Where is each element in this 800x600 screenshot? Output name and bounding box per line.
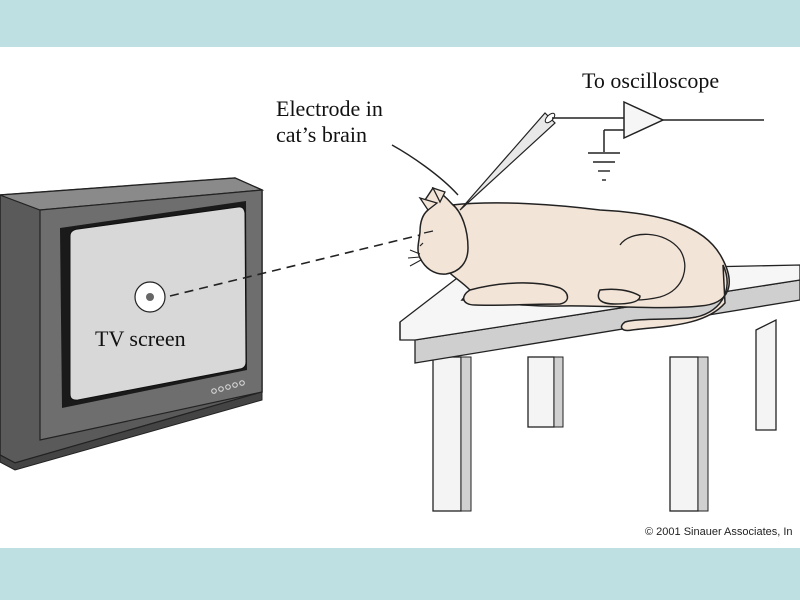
electrode-label-line2: cat’s brain [276, 122, 368, 147]
top-band [0, 0, 800, 47]
stimulus-spot [134, 281, 166, 313]
cat [407, 186, 730, 332]
ground-symbol [588, 152, 620, 181]
amplifier [603, 100, 764, 152]
electrode-label-line1: Electrode in [276, 96, 383, 121]
line-of-sight [169, 234, 421, 297]
electrode [459, 112, 624, 211]
electrode-label-leader [391, 144, 459, 196]
tv-set [0, 177, 265, 471]
copyright-notice: © 2001 Sinauer Associates, In [645, 526, 793, 538]
tv-screen-label: TV screen [95, 326, 186, 351]
tv-control-dots [211, 380, 245, 394]
oscilloscope-label: To oscilloscope [582, 68, 720, 93]
bottom-band [0, 548, 800, 600]
electrode-label: Electrode in cat’s brain [276, 96, 383, 148]
